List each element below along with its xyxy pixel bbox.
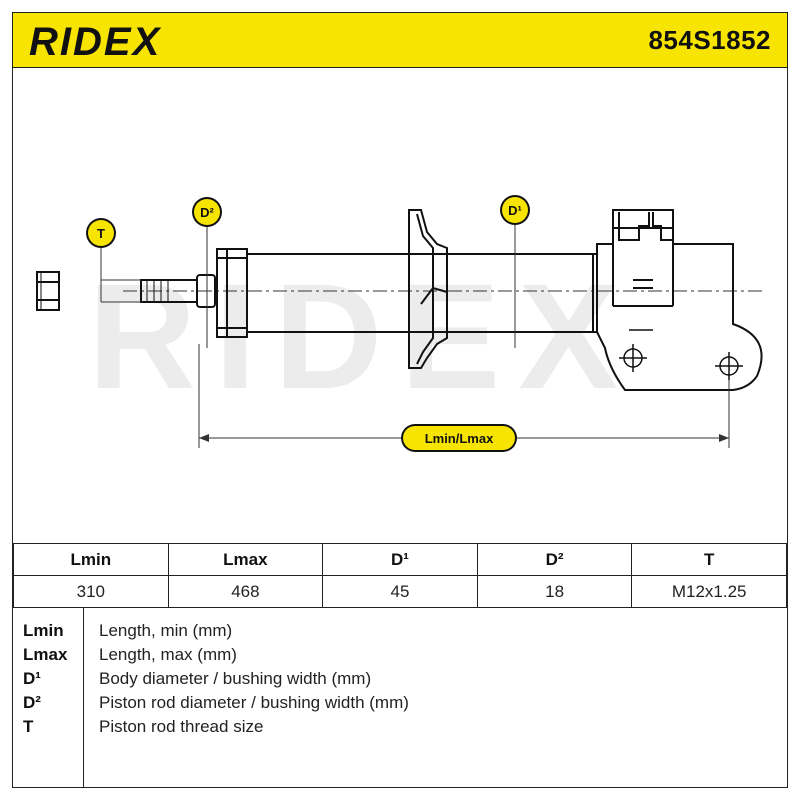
badge-d2: D² (192, 197, 222, 227)
spec-header-d1: D¹ (322, 543, 478, 576)
brand-logo-text: RIDEX (29, 20, 162, 61)
technical-drawing: RIDEX (13, 68, 787, 543)
spec-header-lmin: Lmin (13, 543, 169, 576)
spec-header-d2: D² (476, 543, 633, 576)
legend-key: D¹ (23, 669, 41, 688)
badge-length-text: Lmin/Lmax (425, 431, 494, 446)
spec-value-t: M12x1.25 (631, 575, 787, 608)
spec-value-d2: 18 (476, 575, 633, 608)
spec-header-row: Lmin Lmax D¹ D² T (13, 543, 787, 576)
badge-d1-text: D¹ (508, 203, 522, 218)
spring-seat-shape (408, 209, 448, 369)
legend-row-d2: D² Piston rod diameter / bushing width (… (13, 693, 787, 717)
spec-header-t: T (631, 543, 787, 576)
spec-table: Lmin Lmax D¹ D² T 310 468 45 18 M12x1.25 (13, 543, 787, 608)
spec-value-row: 310 468 45 18 M12x1.25 (13, 575, 787, 608)
legend-desc: Body diameter / bushing width (mm) (99, 669, 372, 688)
legend-desc: Length, max (mm) (99, 645, 237, 664)
legend-desc: Piston rod thread size (99, 717, 264, 736)
legend-key: Lmin (23, 621, 64, 640)
legend-desc: Length, min (mm) (99, 621, 233, 640)
legend-key: Lmax (23, 645, 68, 664)
badge-t-text: T (97, 226, 105, 241)
brand-logo: RIDEX (29, 20, 162, 61)
legend-divider (83, 607, 84, 787)
legend-row-d1: D¹ Body diameter / bushing width (mm) (13, 669, 787, 693)
nut-shape (36, 271, 60, 311)
knuckle-bracket-shape (596, 209, 763, 391)
legend-key: D² (23, 693, 41, 712)
mount-holes (619, 329, 743, 380)
legend-row-lmin: Lmin Length, min (mm) (13, 621, 787, 645)
spec-value-d1: 45 (322, 575, 478, 608)
product-sheet: RIDEX 854S1852 RIDEX (12, 12, 788, 788)
legend-row-t: T Piston rod thread size (13, 717, 787, 741)
legend-key: T (23, 717, 34, 736)
legend: Lmin Length, min (mm) Lmax Length, max (… (13, 607, 787, 787)
spec-header-lmax: Lmax (167, 543, 324, 576)
badge-d2-text: D² (200, 205, 214, 220)
header-bar: RIDEX 854S1852 (13, 13, 787, 68)
badge-d1: D¹ (500, 195, 530, 225)
spec-value-lmin: 310 (13, 575, 169, 608)
piston-rod-shape (140, 274, 216, 308)
badge-length: Lmin/Lmax (401, 424, 517, 452)
legend-row-lmax: Lmax Length, max (mm) (13, 645, 787, 669)
legend-desc: Piston rod diameter / bushing width (mm) (99, 693, 409, 712)
part-number: 854S1852 (648, 25, 771, 55)
spec-value-lmax: 468 (167, 575, 324, 608)
watermark-text: RIDEX (88, 252, 636, 420)
shock-absorber-diagram: RIDEX (36, 195, 763, 452)
badge-t: T (86, 218, 116, 248)
